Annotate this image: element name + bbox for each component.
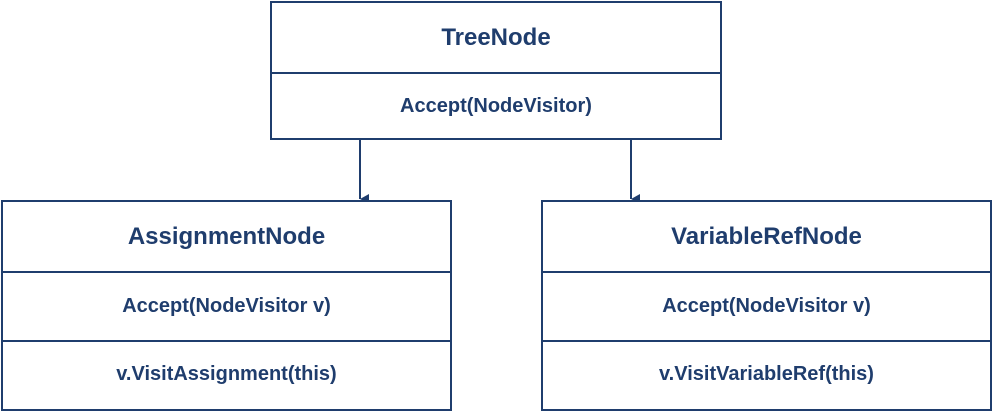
assignmentnode-accept-method: Accept(NodeVisitor v): [3, 271, 450, 340]
treenode-accept-method: Accept(NodeVisitor): [272, 72, 720, 138]
assignmentnode-class-name: AssignmentNode: [127, 222, 326, 250]
variablerefnode-accept-method: Accept(NodeVisitor v): [543, 271, 990, 340]
variablerefnode-method-body: v.VisitVariableRef(this): [543, 340, 990, 407]
assignmentnode-method-body: v.VisitAssignment(this): [3, 340, 450, 407]
variablerefnode-class-box: VariableRefNode Accept(NodeVisitor v) v.…: [541, 200, 992, 411]
treenode-class-box: TreeNode Accept(NodeVisitor): [270, 1, 722, 140]
variablerefnode-class-name: VariableRefNode: [671, 222, 862, 250]
assignmentnode-class-box: AssignmentNode Accept(NodeVisitor v) v.V…: [1, 200, 452, 411]
treenode-class-name: TreeNode: [441, 23, 551, 51]
